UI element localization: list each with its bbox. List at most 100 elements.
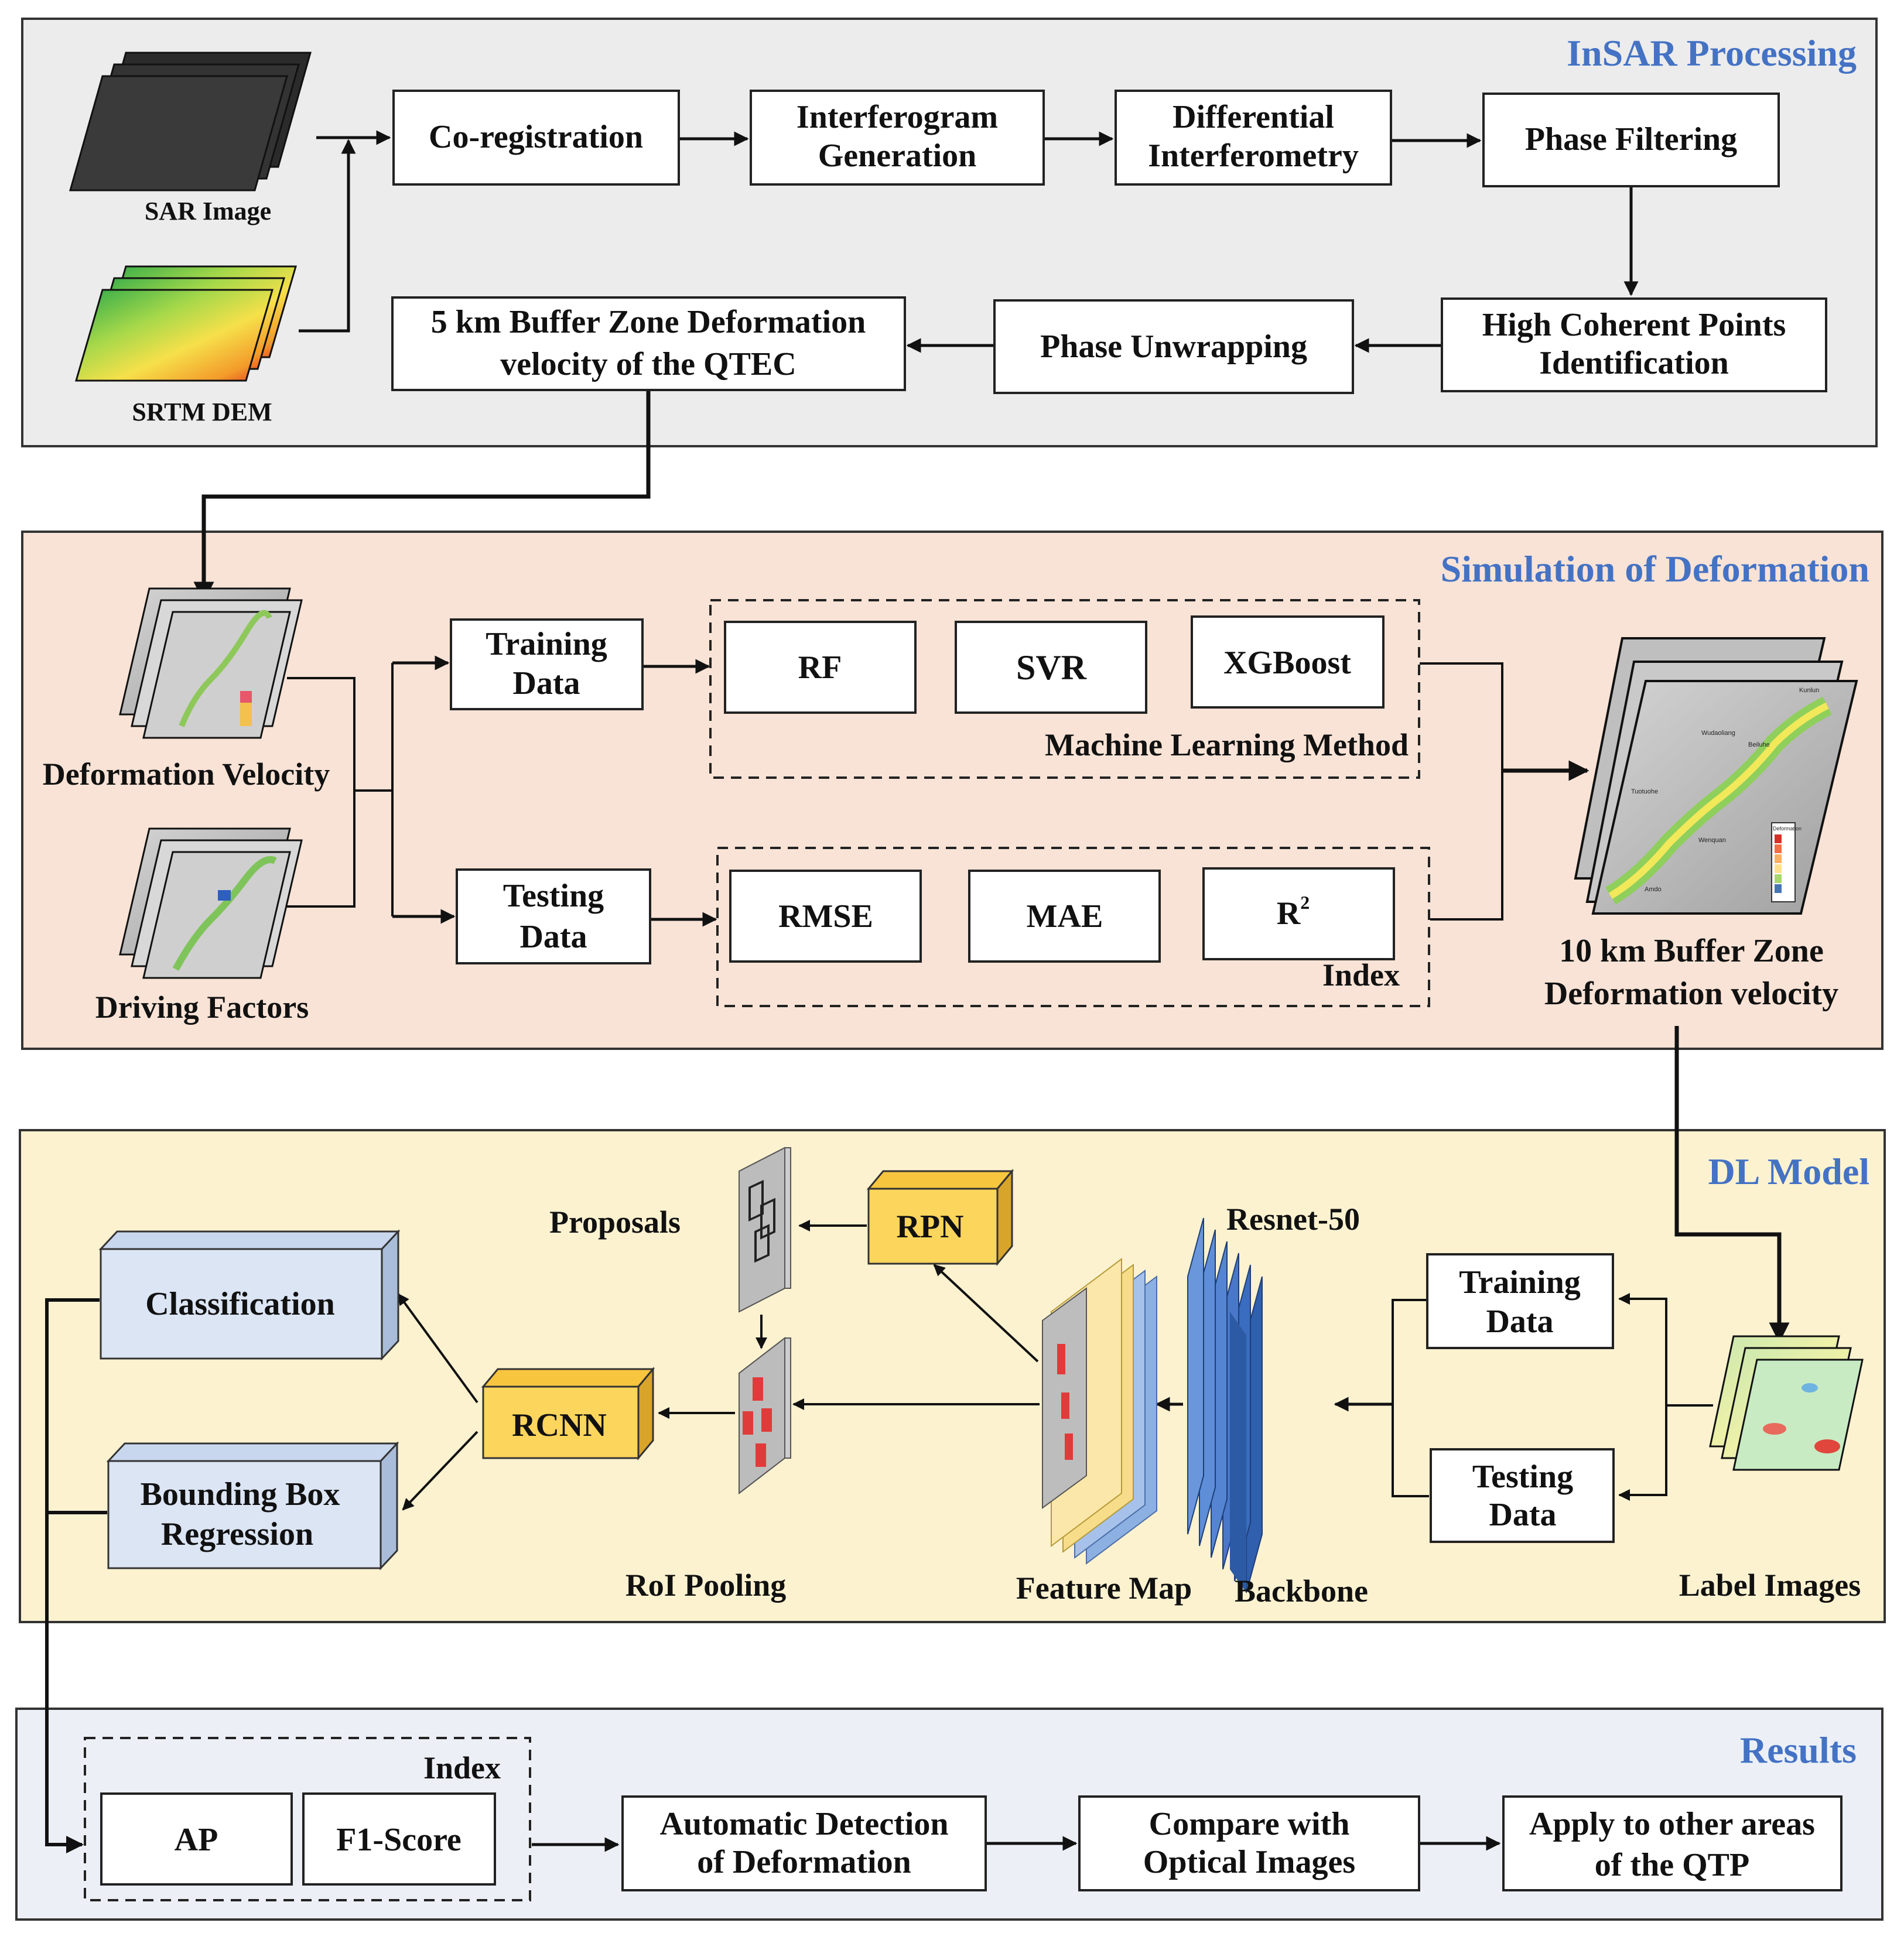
bbox-regression-label-1: Bounding Box [141,1476,340,1513]
map-place-beiluhe: Beiluhe [1748,741,1770,748]
phase-unwrapping-label: Phase Unwrapping [1040,329,1307,365]
sar-image-stack [69,52,312,191]
sim-training-data-label-2: Data [512,665,580,702]
proposals-block [739,1147,791,1313]
deformation-velocity-label: Deformation Velocity [43,757,330,792]
srtm-dem-label: SRTM DEM [132,398,272,426]
insar-section-title: InSAR Processing [1567,32,1857,74]
apply-other-label-1: Apply to other areas [1529,1806,1815,1842]
driving-factors-stack [119,827,303,979]
rpn-block[interactable] [866,1168,1014,1267]
r2-base: R [1277,895,1301,932]
srtm-dem-stack [75,265,297,382]
feature-map-layers [1042,1258,1157,1565]
dl-testing-data-box [1430,1448,1615,1543]
dl-training-data-box [1426,1253,1614,1349]
interferogram-box [750,90,1045,186]
sim-index-group-label: Index [1322,957,1400,993]
proposals-label: Proposals [549,1205,681,1240]
sim-training-data-box [450,618,644,710]
simulation-section [21,531,1884,1050]
buffer10-map-stack [1574,637,1858,915]
high-coherent-label-2: Identification [1539,345,1729,381]
simulation-section-title: Simulation of Deformation [1441,548,1869,590]
buffer5-box [391,296,906,391]
label-images-stack [1709,1335,1864,1471]
sim-index-group [716,847,1430,1007]
results-index-group [84,1737,531,1901]
high-coherent-box [1441,297,1827,392]
rmse-box [729,870,922,963]
rf-label: RF [798,649,842,686]
dl-testing-data-label-1: Testing [1472,1459,1573,1495]
rcnn-label: RCNN [512,1407,607,1443]
high-coherent-label-1: High Coherent Points [1482,307,1786,343]
r2-box [1202,867,1395,960]
deformation-velocity-stack [119,587,303,739]
r2-superscript: 2 [1300,892,1310,913]
buffer5-label-2: velocity of the QTEC [500,346,796,382]
dl-section-title: DL Model [1708,1151,1869,1192]
rpn-label: RPN [896,1209,963,1245]
classification-label: Classification [145,1286,335,1322]
mae-label: MAE [1027,898,1103,935]
map-place-kunlun: Kunlun [1799,687,1819,694]
interferogram-label-1: Interferogram [797,99,998,135]
dl-testing-data-label-2: Data [1489,1497,1556,1533]
ml-method-group [709,599,1420,779]
phase-filtering-label: Phase Filtering [1525,121,1737,158]
roi-pooling-label: RoI Pooling [625,1568,787,1603]
rcnn-block[interactable] [481,1366,655,1461]
xgboost-label: XGBoost [1223,645,1351,681]
automatic-detection-label-1: Automatic Detection [660,1806,949,1842]
differential-label-1: Differential [1173,99,1334,135]
buffer10-label-1: 10 km Buffer Zone [1559,933,1824,969]
map-place-wenquan: Wenquan [1698,837,1726,844]
map-place-tuotuohe: Tuotuohe [1631,788,1658,795]
feature-map-label: Feature Map [1016,1571,1192,1606]
coregistration-label: Co-registration [429,119,643,155]
compare-optical-box [1078,1795,1420,1891]
map-place-amdo: Amdo [1645,886,1662,893]
compare-optical-label-1: Compare with [1149,1806,1350,1842]
automatic-detection-box [621,1795,987,1891]
classification-block[interactable] [98,1229,401,1361]
roi-pooling-block [739,1336,791,1495]
compare-optical-label-2: Optical Images [1143,1844,1355,1880]
r2-label: R2 [1277,892,1310,932]
ml-group-label: Machine Learning Method [1045,727,1409,762]
buffer5-label-1: 5 km Buffer Zone Deformation [431,304,866,340]
sim-testing-data-label-1: Testing [503,878,604,914]
f1-label: F1-Score [336,1822,462,1858]
interferogram-label-2: Generation [818,138,977,174]
map-place-wudaoliang: Wudaoliang [1701,730,1735,737]
map-legend-title: Deformation [1773,826,1802,832]
results-index-label: Index [423,1750,501,1785]
automatic-detection-label-2: of Deformation [697,1844,911,1880]
rf-box [724,621,917,714]
bbox-regression-block[interactable] [106,1441,399,1571]
f1-box [302,1792,496,1886]
dl-training-data-label-2: Data [1486,1304,1553,1340]
buffer10-label-2: Deformation velocity [1544,976,1838,1012]
differential-box [1115,90,1392,186]
sim-training-data-label-1: Training [486,626,607,662]
resnet-label: Resnet-50 [1226,1202,1360,1237]
coregistration-box [392,90,680,186]
label-images-label: Label Images [1679,1568,1861,1603]
apply-other-label-2: of the QTP [1595,1847,1749,1883]
phase-unwrapping-box [993,299,1354,394]
svr-box [955,621,1147,714]
ap-box [100,1792,293,1886]
buffer10-map-place-names: Kunlun Wudaoliang Beiluhe Tuotuohe Wenqu… [1631,687,1819,893]
xgboost-box [1191,615,1385,709]
results-section-title: Results [1740,1729,1857,1771]
sar-image-label: SAR Image [145,197,271,225]
bbox-regression-label-2: Regression [161,1516,313,1552]
backbone-label: Backbone [1235,1573,1368,1609]
sim-testing-data-box [456,868,651,964]
apply-other-box [1502,1795,1843,1891]
dl-training-data-label-1: Training [1459,1264,1580,1301]
